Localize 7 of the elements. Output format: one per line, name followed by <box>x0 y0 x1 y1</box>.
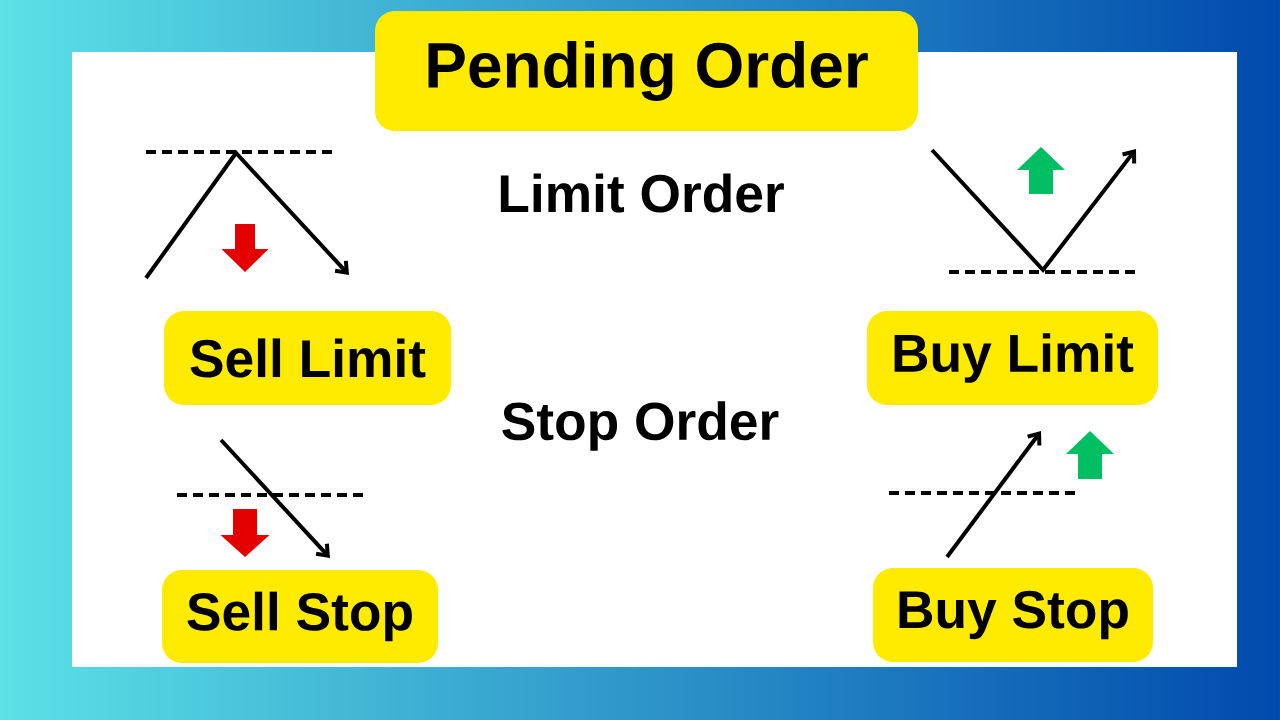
section-label: Stop Order <box>502 401 779 451</box>
order-box: Sell Stop <box>162 570 438 663</box>
title-banner: Pending Order <box>375 11 918 131</box>
order-box: Sell Limit <box>164 311 451 405</box>
section-label: Limit Order <box>500 173 784 213</box>
order-box: Buy Stop <box>873 568 1153 662</box>
order-box: Buy Limit <box>867 311 1158 405</box>
